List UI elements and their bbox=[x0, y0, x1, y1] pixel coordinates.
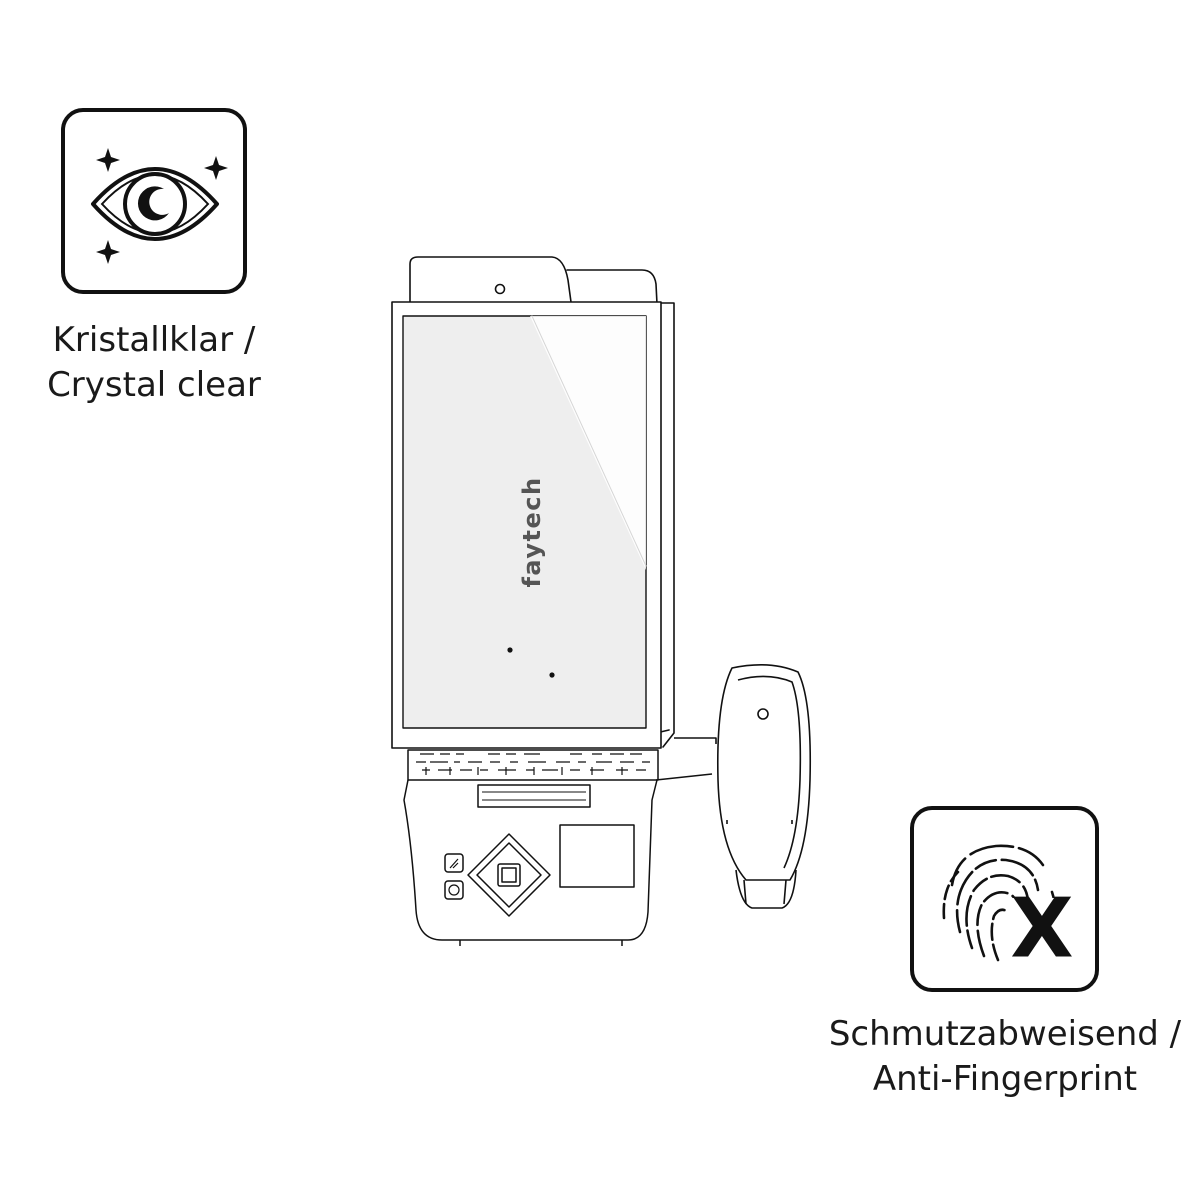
card-reader bbox=[716, 664, 812, 881]
fingerprint-x-icon: X bbox=[942, 844, 1076, 976]
camera-lens-icon bbox=[494, 283, 506, 295]
feature-label-line-en: Anti-Fingerprint bbox=[872, 1059, 1138, 1099]
direction-pad-icon bbox=[467, 833, 551, 917]
brand-logo: faytech bbox=[518, 476, 546, 587]
secondary-display bbox=[559, 824, 635, 888]
sparkle-icon bbox=[96, 240, 120, 264]
side-button bbox=[444, 853, 464, 873]
crystal-clear-label: Kristallklar / Crystal clear bbox=[20, 318, 288, 408]
x-mark-icon: X bbox=[1010, 881, 1073, 976]
side-button bbox=[444, 880, 464, 900]
kiosk-lower-body bbox=[403, 779, 658, 941]
kiosk-top-housing bbox=[409, 256, 572, 303]
feature-label-line-de: Kristallklar / bbox=[52, 320, 256, 360]
sparkle-icon bbox=[96, 148, 120, 172]
sparkle-icon bbox=[204, 156, 228, 180]
feature-label-line-en: Crystal clear bbox=[47, 365, 261, 405]
kiosk-illustration: faytech bbox=[391, 256, 812, 946]
anti-fingerprint-label: Schmutzabweisend / Anti-Fingerprint bbox=[810, 1012, 1200, 1102]
anti-fingerprint-feature-box: X bbox=[910, 806, 1099, 992]
feature-label-line-de: Schmutzabweisend / bbox=[828, 1014, 1182, 1054]
sparkling-eye-icon bbox=[91, 148, 228, 264]
crystal-clear-feature-box bbox=[61, 108, 247, 294]
print-slot bbox=[477, 784, 591, 808]
